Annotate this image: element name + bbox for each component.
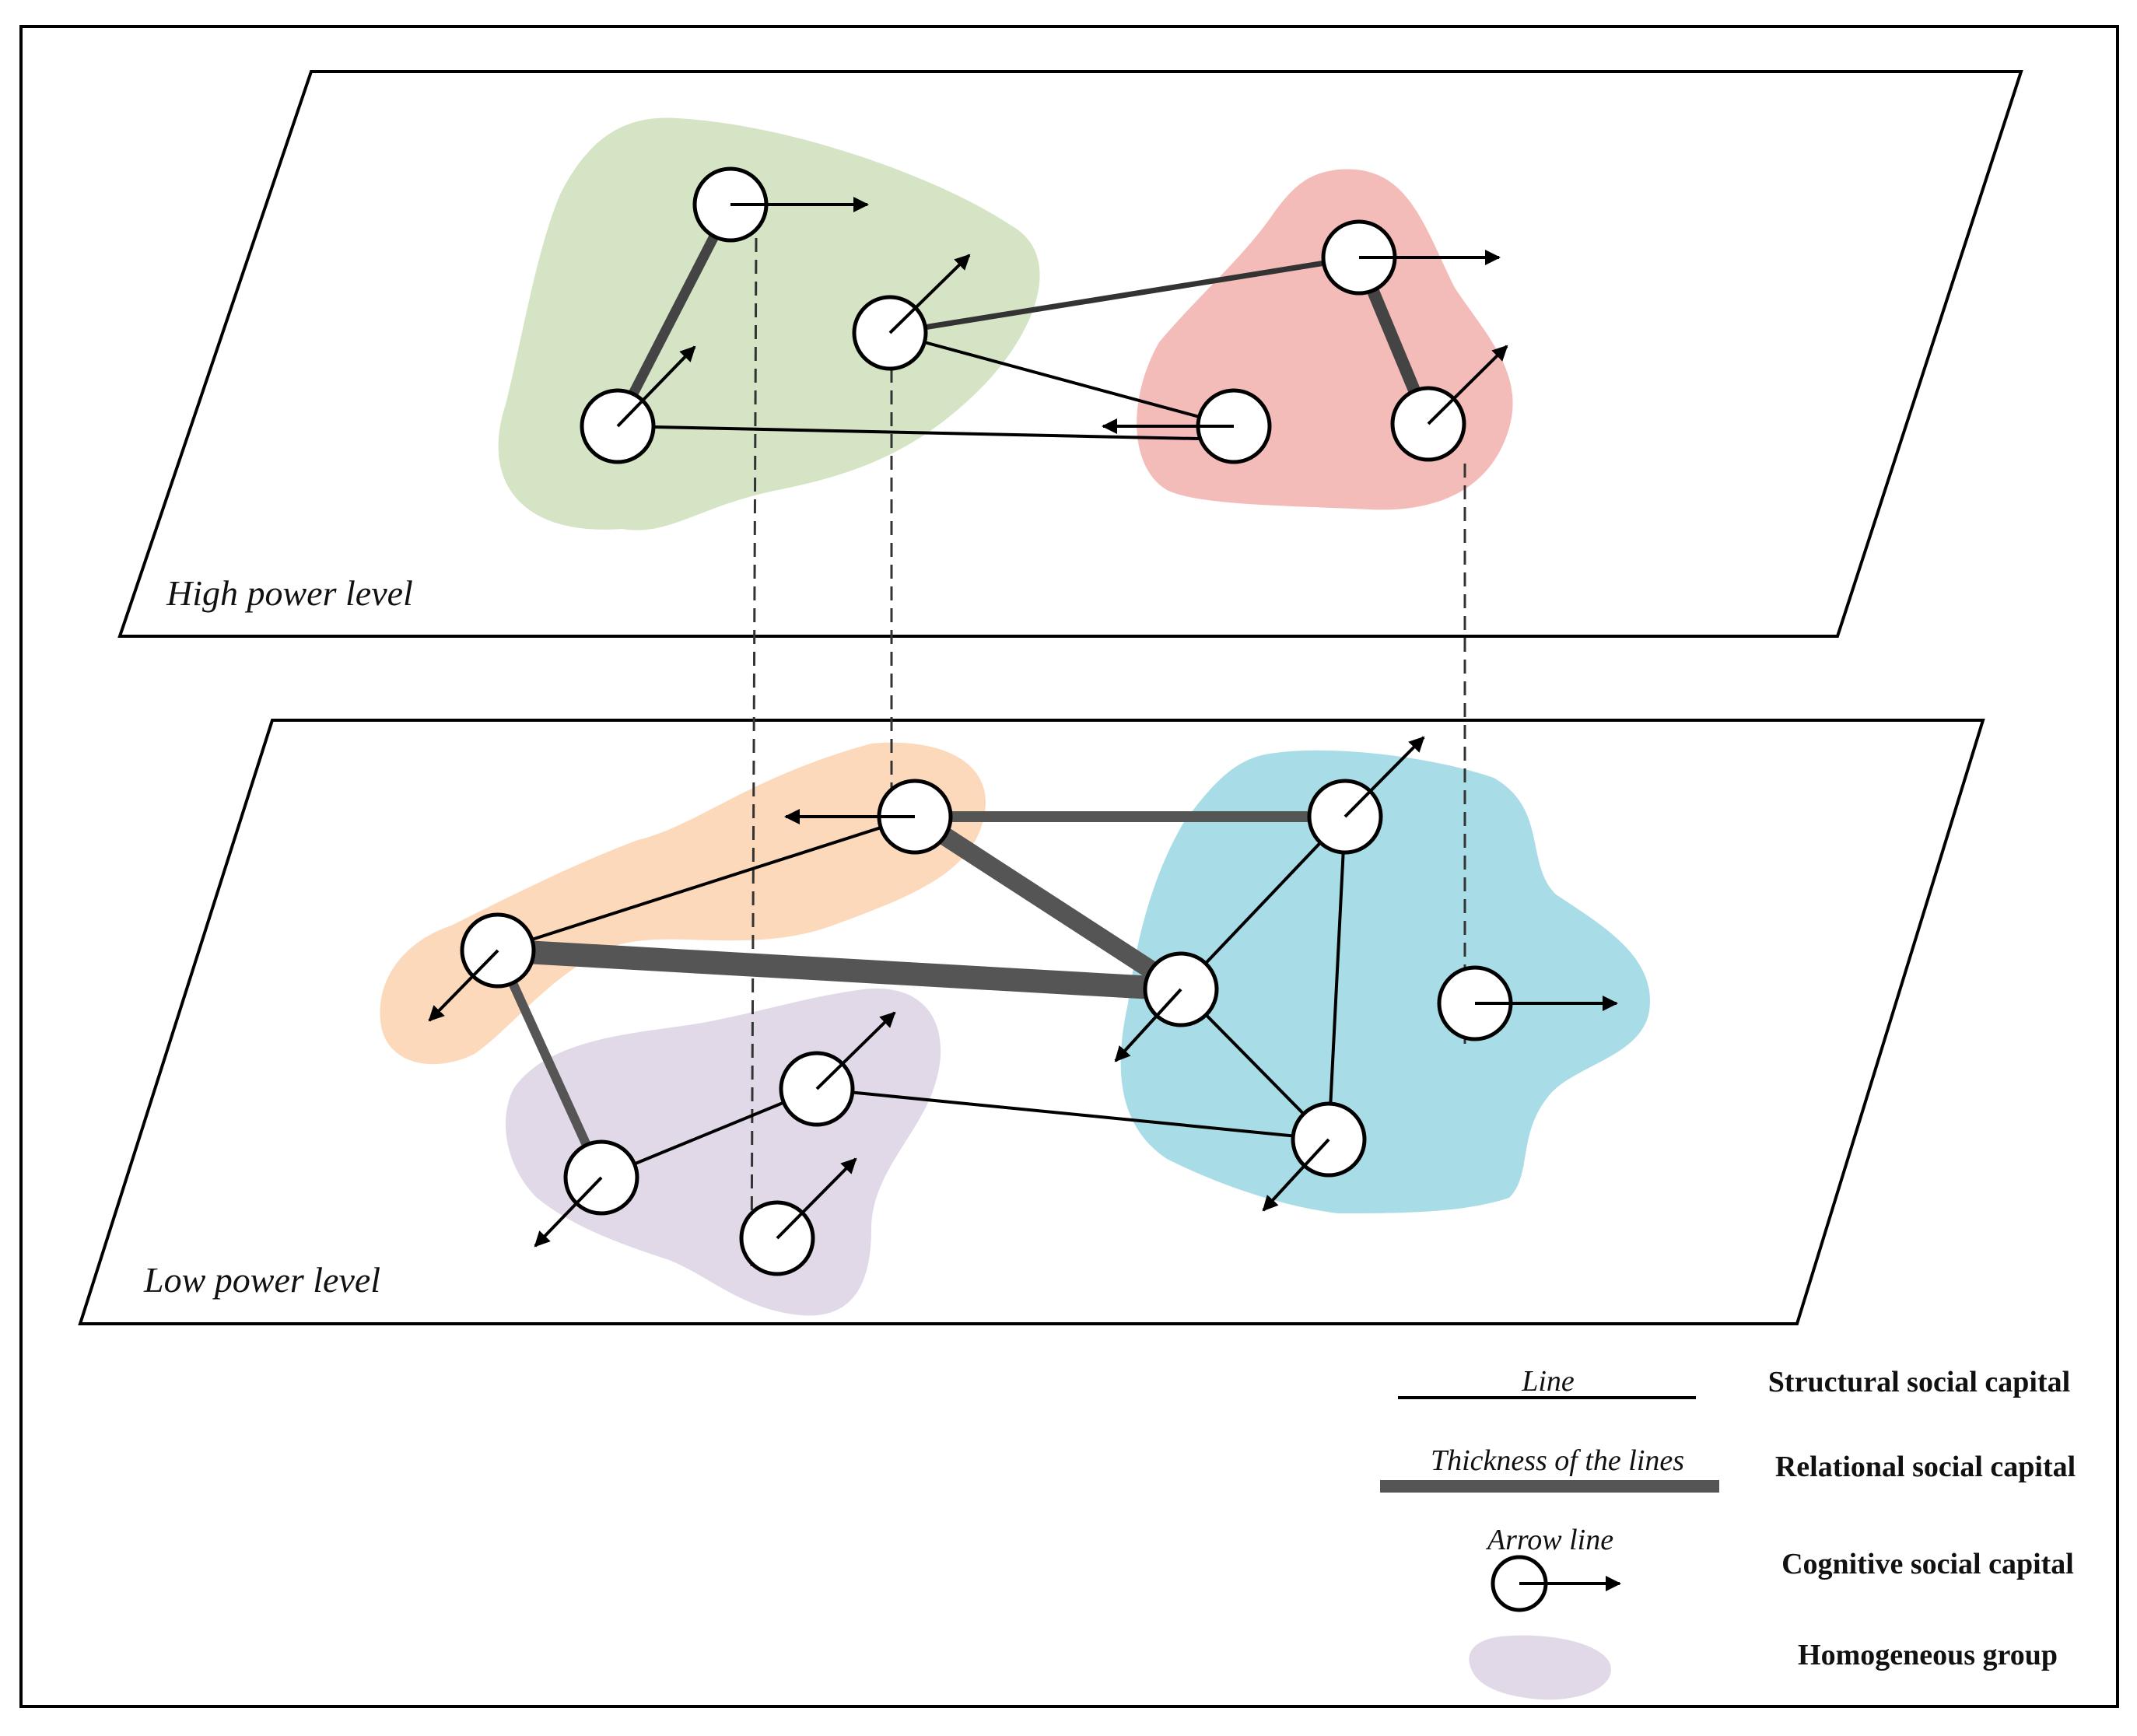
tie-medium (887, 254, 1362, 336)
tie-thick (486, 939, 1193, 1001)
arrow-icon (1344, 736, 1425, 818)
tie-medium (493, 946, 606, 1182)
legend-line-meaning: Structural social capital (1768, 1366, 2070, 1398)
arrow-icon (1262, 1138, 1330, 1212)
arrow-icon (534, 1176, 603, 1248)
legend: Line Structural social capital Thickness… (1380, 1365, 2076, 1700)
high-power-plane (117, 70, 2023, 638)
arrow-icon (776, 1157, 857, 1240)
legend-group-sample (1469, 1635, 1611, 1700)
cross-level-connectors (750, 237, 1466, 1267)
low-level-ties (486, 807, 1351, 1182)
group-blue (1120, 750, 1650, 1213)
tie-thin (1327, 815, 1347, 1141)
arrow-icon (888, 254, 971, 334)
connector-1 (750, 237, 758, 1267)
legend-thickness-meaning: Relational social capital (1775, 1451, 2076, 1483)
low-power-label: Low power level (143, 1260, 380, 1300)
arrow-icon (815, 1011, 896, 1090)
arrows (428, 197, 1618, 1248)
tie-thin (616, 425, 1235, 441)
legend-arrow-caption: Arrow line (1485, 1524, 1613, 1556)
tie-thick (612, 199, 736, 429)
legend-arrow-meaning: Cognitive social capital (1781, 1548, 2074, 1580)
arrow-icon (1427, 345, 1508, 425)
legend-thickness-caption: Thickness of the lines (1431, 1444, 1684, 1477)
low-power-plane (78, 719, 1985, 1325)
arrow-icon (1114, 988, 1182, 1062)
outer-frame (19, 25, 2119, 1708)
arrow-icon (616, 345, 696, 428)
group-purple (506, 989, 941, 1316)
tie-thin (888, 331, 1235, 428)
legend-group-meaning: Homogeneous group (1798, 1639, 2058, 1671)
tie-thin (600, 1087, 818, 1179)
group-orange (380, 742, 986, 1065)
tie-thin (815, 1087, 1330, 1141)
tie-thin (1179, 815, 1347, 991)
high-power-label: High power level (166, 573, 413, 613)
arrow-icon (428, 949, 499, 1022)
tie-thin (496, 815, 916, 952)
legend-line-caption: Line (1521, 1365, 1575, 1398)
group-red (1137, 169, 1513, 510)
tie-thick (906, 807, 1190, 999)
